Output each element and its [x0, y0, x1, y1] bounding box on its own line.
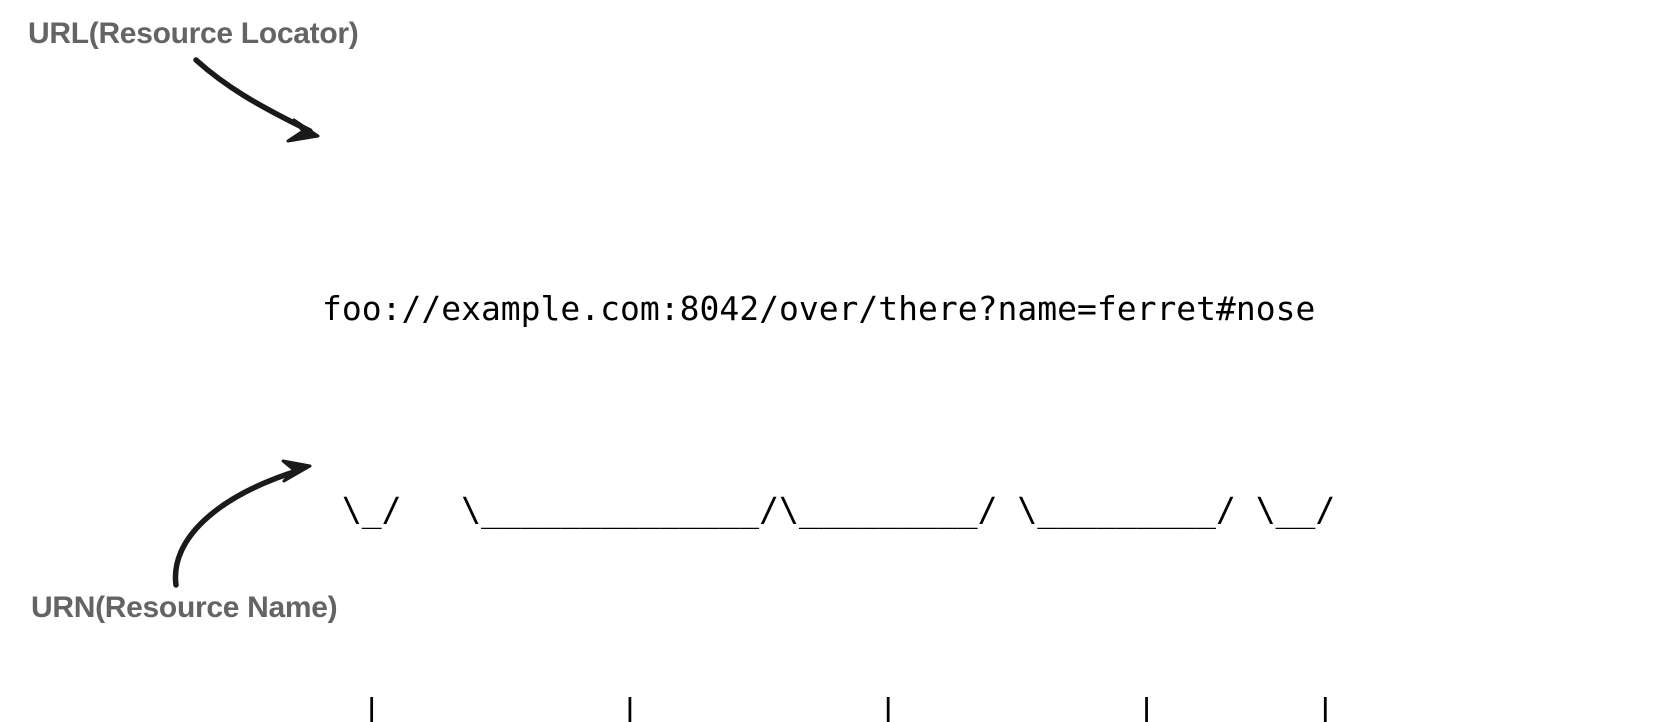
url-arrow-head: [286, 118, 320, 143]
url-arrow-shaft: [193, 57, 313, 134]
urn-annotation-label: URN(Resource Name): [31, 591, 338, 624]
url-annotation-label: URL(Resource Locator): [28, 17, 359, 50]
ascii-row-brackets: \_/ \______________/\_________/ \_______…: [322, 490, 1336, 529]
urn-arrow-shaft: [172, 467, 303, 588]
ascii-row-stems: | | | | |: [322, 691, 1336, 722]
urn-arrow-head: [281, 459, 312, 483]
ascii-row-uri: foo://example.com:8042/over/there?name=f…: [322, 289, 1316, 328]
uri-syntax-ascii-art: foo://example.com:8042/over/there?name=f…: [322, 141, 1415, 722]
